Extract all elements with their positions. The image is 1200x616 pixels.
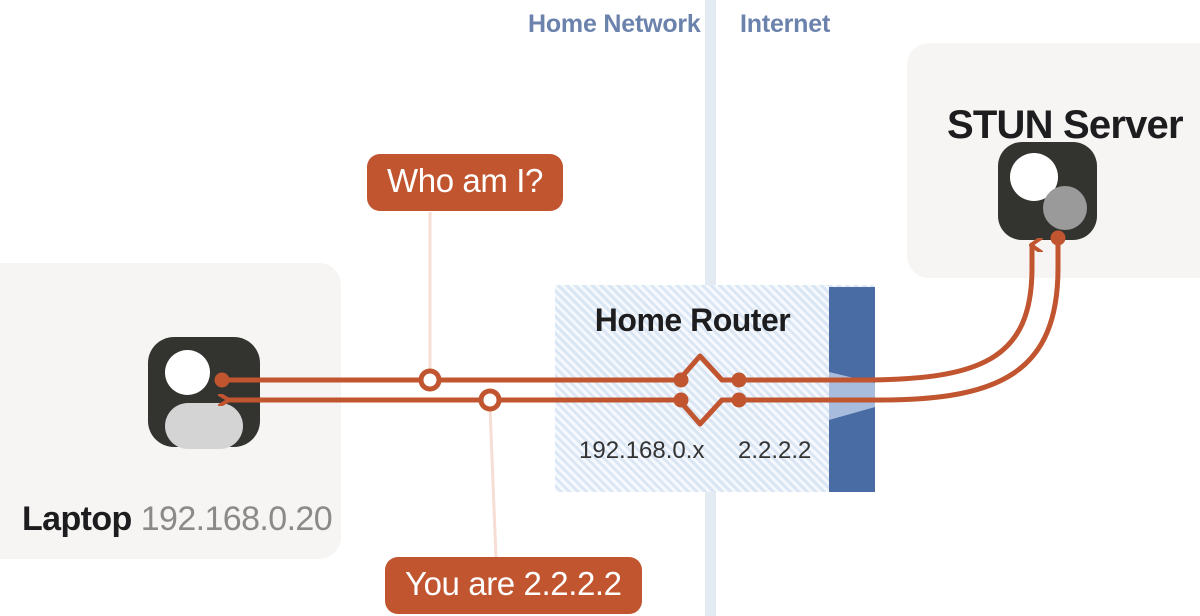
user-avatar-icon [148, 337, 260, 449]
router-wan-ip-label: 2.2.2.2 [738, 437, 812, 464]
avatar-body-shape [165, 403, 243, 449]
response-tap-marker [478, 388, 502, 412]
router-lan-ip-label: 192.168.0.x [579, 437, 705, 464]
home-router-node[interactable]: Home Router 192.168.0.x 2.2.2.2 [555, 285, 875, 492]
zone-label-internet: Internet [740, 10, 831, 38]
stun-server-title-label: STUN Server [947, 103, 1184, 147]
server-dots-icon [998, 142, 1097, 240]
server-dot-secondary-shape [1043, 186, 1087, 230]
response-callout-bubble[interactable]: You are 2.2.2.2 [385, 557, 642, 614]
response-callout-leader [488, 407, 498, 559]
request-callout-bubble[interactable]: Who am I? [367, 154, 563, 211]
request-tap-marker [418, 368, 442, 392]
avatar-head-shape [165, 350, 210, 395]
router-title-label: Home Router [594, 302, 791, 338]
zone-label-home-network: Home Network [528, 10, 701, 38]
laptop-name-label: Laptop [22, 500, 132, 538]
laptop-ip-label: 192.168.0.20 [140, 500, 333, 538]
